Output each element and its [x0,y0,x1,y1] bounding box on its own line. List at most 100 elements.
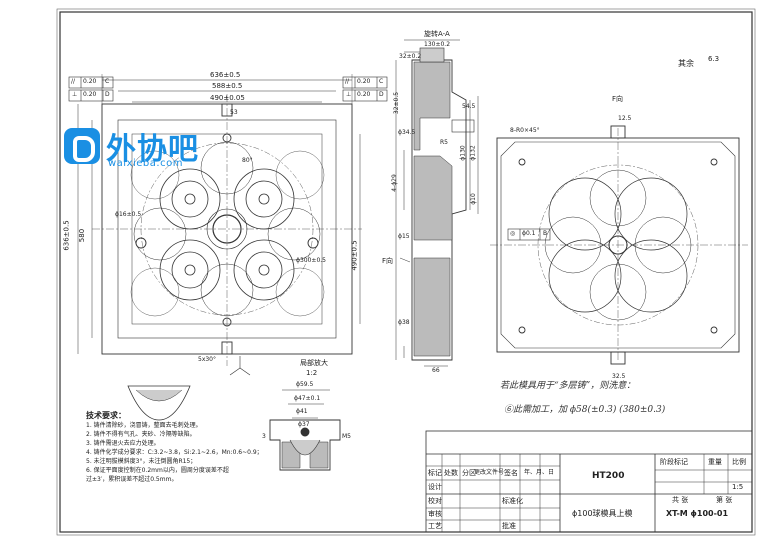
section-view [395,39,479,367]
title-row-label: 签名 [504,469,518,477]
title-row-label: 处数 [444,469,458,477]
handwritten-note-2: ⑥此需加工，加 ϕ58(±0.3) (380±0.3) [504,405,666,415]
title-name: ϕ100球模具上模 [572,509,633,518]
dim-plan-4: ϕ300±0.5 [296,257,326,264]
title-sign-label: 设计 [428,483,442,491]
title-material: HT200 [592,471,625,481]
gdt-right-1-datum: C [379,78,384,85]
tech-item: 5. 未注明拔模斜度3°，未注倒圆角R15； [86,458,197,465]
title-weight-label: 重量 [708,458,722,466]
dim-left-3: 490±0.5 [350,240,359,271]
cup-sketch [127,385,191,421]
gdt-left-1-symbol: // [71,78,76,85]
section-dim-8: ϕ34.5 [398,129,416,136]
tech-item: 过±3′，累积误差不超过0.5mm。 [86,476,178,483]
title-sign-label: 审核 [428,510,442,518]
section-dim-2: 32±0.2 [399,53,422,60]
gdt-right-1-value: 0.20 [357,78,371,85]
detail-view [269,389,341,471]
gdt-left-2-value: 0.20 [83,91,97,98]
detail-dim-4: ϕ37 [298,421,310,428]
gdt-frames [68,76,551,241]
logo-name: 外协吧 [106,132,199,167]
tech-item: 1. 铸件清除砂，浇冒铸，整面去毛刺处理。 [86,422,202,429]
gdt-left-2-datum: D [105,91,110,98]
view-f-dim-3: 32.5 [612,373,626,380]
logo-url: waixieba.com [108,158,183,169]
gdt-view-symbol: ◎ [510,230,516,237]
detail-scale: 1:2 [306,369,318,377]
tech-item: 2. 铸件不得有气孔、夹砂、冷隔等缺陷。 [86,431,196,438]
section-dim-10: ϕ10 [469,193,477,205]
view-f-dim-2: 12.5 [618,115,632,122]
plan-view [77,74,362,376]
title-scale-value: 1:5 [732,483,744,491]
title-row-label: 标记 [428,469,442,477]
title-drawing-no: XT-M ϕ100-01 [666,509,729,518]
section-dim-5: ϕ130 [459,145,467,161]
title-sheets-label: 共 张 [672,496,689,504]
dim-plan-2: 80° [242,157,253,164]
dim-plan-5: 5x30° [198,356,217,363]
handwritten-note-1: 若此模具用于“多层铸”，则洗意： [500,381,636,391]
title-row-label: 分区 [462,469,476,477]
detail-dim-6: M5 [342,433,351,440]
tech-item: 3. 铸件需退火去应力处理。 [86,440,160,447]
dim-top-2: 588±0.5 [212,82,243,90]
section-dim-12: ϕ38 [398,319,410,326]
dim-left-1: 636±0.5 [62,220,71,251]
logo-icon [64,128,100,164]
gdt-view-value: ϕ0.1 [522,230,536,237]
title-row-label: 更改文件号 [474,469,505,476]
section-dim-6: ϕ132 [469,145,477,161]
roughness-value: 6.3 [708,55,720,63]
gdt-right-2-datum: D [379,91,384,98]
detail-dim-5: 3 [262,433,266,440]
watermark-logo: 外协吧 waixieba.com [64,122,214,170]
dim-top-1: 636±0.5 [210,71,241,79]
tech-item: 4. 铸件化学成分要求：C:3.2~3.8，Si:2.1~2.6，Mn:0.6~… [86,449,263,456]
section-dim-13: 66 [432,367,440,374]
section-dim-7: R5 [440,139,448,146]
detail-dim-3: ϕ41 [296,408,308,415]
title-sign-label: 校对 [428,497,442,505]
dim-top-3: 490±0.05 [210,94,245,102]
title-row-label: 年、月、日 [524,469,555,476]
title-sign-label: 批准 [502,522,516,530]
dim-plan-1: 53 [230,109,238,116]
title-scale-label: 比例 [732,458,746,466]
section-dim-11: ϕ15 [398,233,410,240]
title-stage-label: 阶段标记 [660,458,688,466]
section-dim-4: 54.5 [462,103,476,110]
tech-requirements: 技术要求： 1. 铸件清除砂，浇冒铸，整面去毛刺处理。 2. 铸件不得有气孔、夹… [86,412,326,486]
title-sheet-label: 第 张 [716,496,733,504]
gdt-right-1-symbol: // [345,78,350,85]
dim-plan-3: ϕ16±0.5 [115,211,142,218]
title-block [425,430,753,533]
section-dim-1: 130±0.2 [424,41,451,48]
gdt-right-2-symbol: ⊥ [346,91,352,98]
view-f-label: F向 [612,95,624,103]
gdt-view-datum: B [543,230,548,237]
gdt-left-1-datum: C [105,78,110,85]
section-label: 旋转A-A [424,30,450,38]
detail-dim-1: ϕ59.5 [296,381,314,388]
tech-item: 6. 保证平面度控制在0.2mm以内，圆周分度误差不超 [86,467,229,474]
title-std-label: 标准化 [502,497,523,505]
gdt-left-2-symbol: ⊥ [72,91,78,98]
section-dim-3: 32±0.5 [393,91,401,115]
dim-left-2: 580 [78,228,87,243]
section-dim-9: 4-ϕ29 [390,174,398,192]
title-sign-label: 工艺 [428,522,442,530]
roughness-label: 其余 [678,59,694,68]
tech-title: 技术要求： [86,411,126,420]
arrow-f-label: F向 [382,257,394,265]
gdt-left-1-value: 0.20 [83,78,97,85]
f-view [490,125,748,365]
detail-dim-2: ϕ47±0.1 [294,395,321,402]
detail-label: 局部放大 [300,359,328,367]
view-f-dim-1: 8-R0×45° [510,127,540,134]
gdt-right-2-value: 0.20 [357,91,371,98]
